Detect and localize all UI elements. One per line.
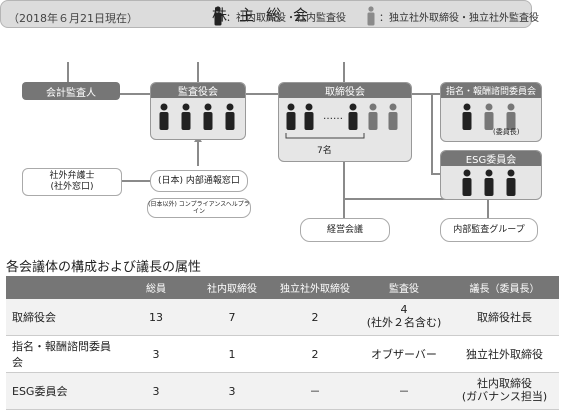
table-cell: 3 [120, 372, 192, 410]
composition-table: 総員 社内取締役 独立社外取締役 監査役 議長（委員長） 取締役会 13 7 2… [6, 276, 559, 410]
board-of-directors: 取締役会 …… 7名 [278, 82, 412, 162]
table-row: ESG委員会 3 3 － － 社内取締役 (ガバナンス担当) [6, 372, 559, 410]
bracket-icon [285, 133, 365, 139]
connector [487, 198, 489, 218]
table-row: 指名・報酬諮問委員会 3 1 2 オブザーバー 独立社外取締役 [6, 335, 559, 373]
internal-person-icon [181, 103, 191, 130]
connector [431, 93, 433, 175]
table-header: 独立社外取締役 [272, 276, 358, 299]
nomination-committee: 指名・報酬諮問委員会 (委員長) [440, 82, 542, 142]
internal-person-icon [462, 169, 472, 196]
table-header-row: 総員 社内取締役 独立社外取締役 監査役 議長（委員長） [6, 276, 559, 299]
connector [343, 62, 345, 84]
as-of-date: （2018年６月21日現在） [8, 12, 138, 25]
external-person-icon [368, 103, 378, 130]
internal-reporting-desk: (日本) 内部通報窓口 [150, 170, 248, 192]
internal-person-icon [506, 169, 516, 196]
table-cell: － [272, 372, 358, 410]
table-row: 取締役会 13 7 2 4 (社外２名含む) 取締役社長 [6, 299, 559, 336]
table-header: 監査役 [358, 276, 450, 299]
board-title: 取締役会 [279, 83, 411, 98]
internal-person-icon [214, 6, 222, 26]
connector [120, 93, 150, 95]
table-cell: 指名・報酬諮問委員会 [6, 335, 120, 373]
esg-title: ESG委員会 [441, 151, 541, 166]
external-person-icon [225, 103, 235, 130]
table-cell: 取締役社長 [450, 299, 559, 336]
table-cell: ESG委員会 [6, 372, 120, 410]
table-title: 各会議体の構成および議長の属性 [6, 260, 202, 275]
audit-board: 監査役会 [150, 82, 246, 140]
internal-person-icon [286, 103, 296, 130]
connector [67, 62, 69, 84]
table-cell: 3 [192, 372, 272, 410]
table-cell: 1 [192, 335, 272, 373]
table-header: 総員 [120, 276, 192, 299]
legend-external: ：独立社外取締役・独立社外監査役 [366, 6, 539, 26]
internal-person-icon [348, 103, 358, 130]
external-person-icon [506, 103, 516, 130]
accounting-auditor: 会計監査人 [22, 82, 120, 100]
table-cell: 社内取締役 (ガバナンス担当) [450, 372, 559, 410]
table-cell: 7 [192, 299, 272, 336]
table-cell: 取締役会 [6, 299, 120, 336]
internal-person-icon [462, 103, 472, 130]
shareholders-meeting: 株主総会 [0, 0, 532, 28]
nomination-title: 指名・報酬諮問委員会 [441, 83, 541, 98]
connector [343, 160, 345, 218]
legend-internal-label: ：社内取締役・社内監査役 [226, 12, 346, 24]
connector [410, 93, 440, 95]
esg-committee: ESG委員会 [440, 150, 542, 200]
external-person-icon [388, 103, 398, 130]
connector [244, 93, 278, 95]
external-lawyer: 社外弁護士 (社外窓口) [22, 168, 122, 196]
legend-internal: ：社内取締役・社内監査役 [213, 6, 346, 26]
table-cell: オブザーバー [358, 335, 450, 373]
internal-person-icon [159, 103, 169, 130]
table-header: 議長（委員長） [450, 276, 559, 299]
table-cell: 3 [120, 335, 192, 373]
table-cell: 4 (社外２名含む) [358, 299, 450, 336]
table-cell: 独立社外取締役 [450, 335, 559, 373]
table-cell: 13 [120, 299, 192, 336]
connector [197, 62, 199, 84]
table-header [6, 276, 120, 299]
compliance-helpline: (日本以外) コンプライアンスヘルプライン [147, 198, 251, 218]
connector [343, 198, 488, 200]
internal-person-icon [304, 103, 314, 130]
external-person-icon [484, 103, 494, 130]
external-person-icon [367, 6, 375, 26]
board-count: 7名 [317, 146, 332, 156]
connector [431, 173, 440, 175]
table-header: 社内取締役 [192, 276, 272, 299]
connector [197, 138, 199, 166]
internal-audit-group: 内部監査グループ [440, 218, 538, 242]
internal-person-icon [484, 169, 494, 196]
table-cell: － [358, 372, 450, 410]
chair-badge: (委員長) [493, 128, 520, 136]
audit-board-title: 監査役会 [151, 83, 245, 98]
table-cell: 2 [272, 299, 358, 336]
connector [120, 180, 150, 182]
management-meeting: 経営会議 [300, 218, 390, 242]
board-ellipsis: …… [323, 111, 343, 122]
table-cell: 2 [272, 335, 358, 373]
external-person-icon [203, 103, 213, 130]
legend-external-label: ：独立社外取締役・独立社外監査役 [379, 12, 539, 24]
